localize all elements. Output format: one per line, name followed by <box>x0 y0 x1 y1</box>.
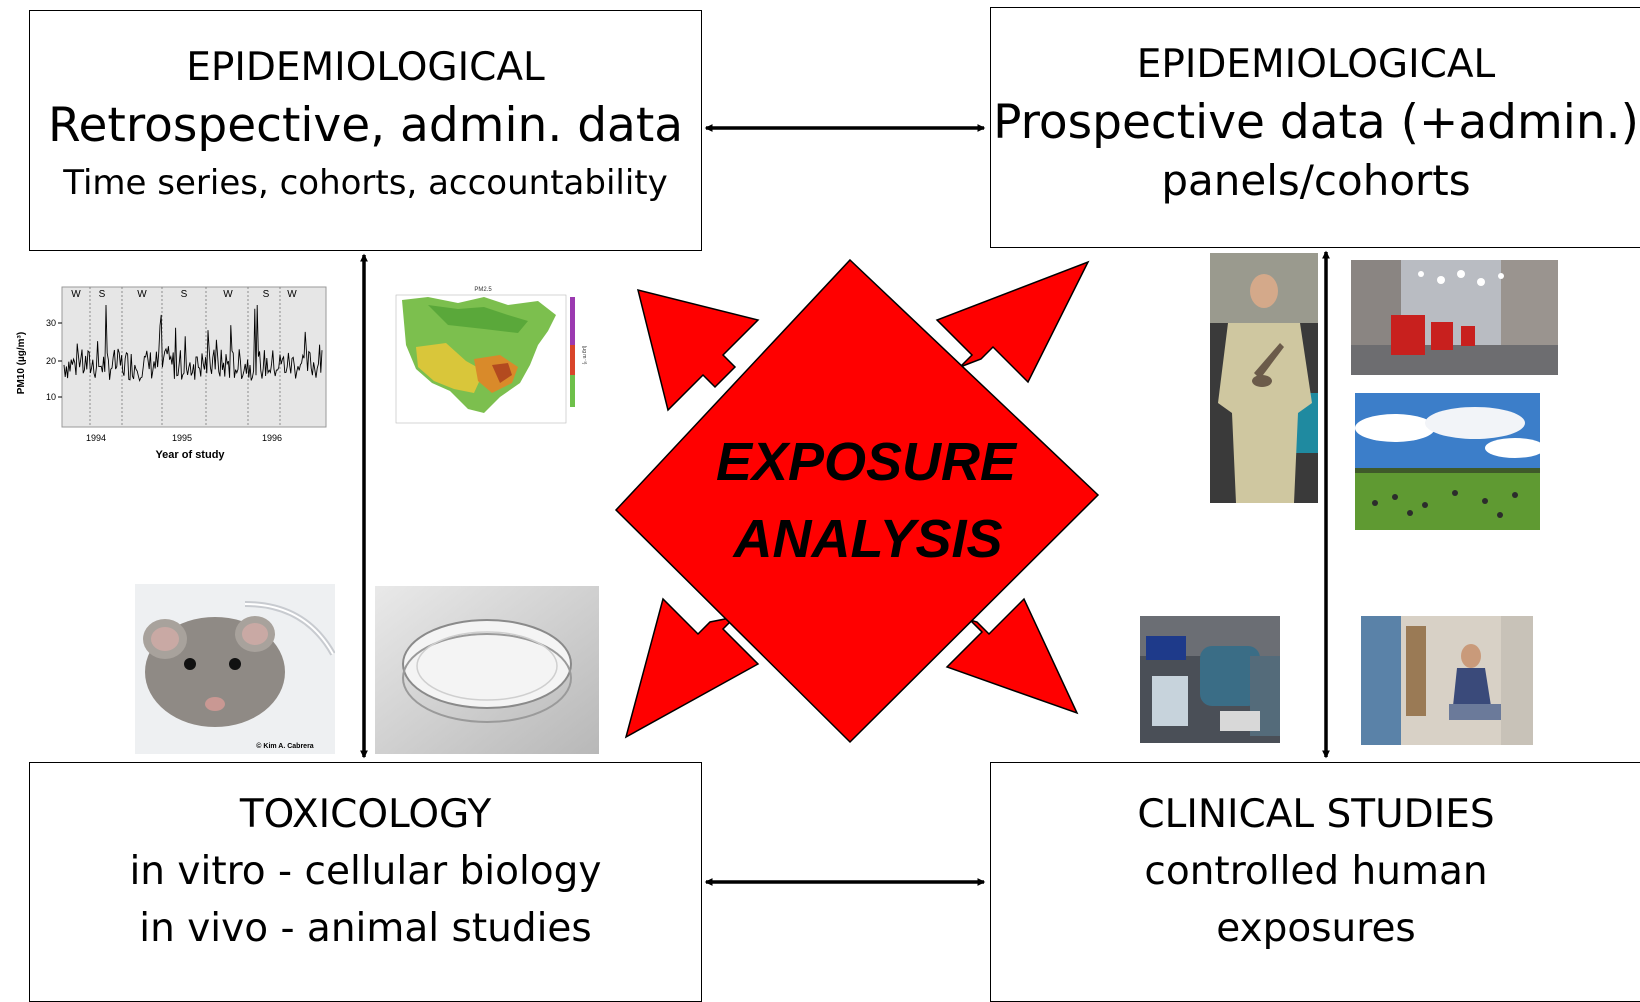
box-retrospective-epidemiology: EPIDEMIOLOGICAL Retrospective, admin. da… <box>29 10 702 251</box>
box-tl-title: Retrospective, admin. data <box>47 97 684 153</box>
y-tick-label: 20 <box>46 356 56 366</box>
arrow-to-bottom-right <box>945 597 1079 715</box>
pm10-series-line <box>63 304 323 382</box>
box-br-line2: controlled human <box>1144 848 1488 894</box>
box-bl-heading: TOXICOLOGY <box>239 792 492 837</box>
red-bus <box>1391 315 1425 355</box>
season-label: S <box>99 289 106 300</box>
x-tick-label: 1996 <box>262 433 282 443</box>
season-label: S <box>263 289 270 300</box>
box-br-line3: exposures <box>1216 905 1416 951</box>
monitor-screen <box>1146 636 1186 660</box>
map-region-red <box>492 363 512 383</box>
mouse-photo-credit: © Kim A. Cabrera <box>256 742 314 750</box>
box-bl-line3: in vivo - animal studies <box>139 905 592 951</box>
park-photo <box>1355 393 1540 530</box>
box-tr-title: Prospective data (+admin.) <box>993 94 1639 150</box>
box-toxicology: TOXICOLOGY in vitro - cellular biology i… <box>29 762 702 1002</box>
pm10-timeseries-plot: W S W S W S W 30 20 10 1994 1995 1996 PM10 (µg/m³)… <box>16 286 327 461</box>
researcher-photo <box>1210 253 1318 503</box>
exposure-analysis-diamond <box>614 258 1100 744</box>
box-tr-heading: EPIDEMIOLOGICAL <box>1136 42 1496 87</box>
exposure-chamber-photo <box>1361 616 1533 745</box>
arrow-to-bottom-left <box>624 597 760 739</box>
season-label: W <box>223 289 233 300</box>
plot-area <box>61 286 327 428</box>
season-label: W <box>287 289 297 300</box>
petri-dish <box>402 619 572 709</box>
plot-xlabel: Year of study <box>155 449 225 461</box>
petri-dish-photo <box>375 586 599 754</box>
box-bl-line2: in vitro - cellular biology <box>129 848 602 894</box>
y-tick-label: 30 <box>46 318 56 328</box>
x-tick-label: 1995 <box>172 433 192 443</box>
map-title: PM2.5 <box>474 287 492 293</box>
researcher-shirt <box>1218 323 1312 503</box>
season-label: W <box>71 289 81 300</box>
arrow-to-top-left <box>636 288 760 412</box>
box-tr-subtitle: panels/cohorts <box>1161 155 1471 205</box>
street-photo <box>1351 260 1558 375</box>
park-grass <box>1355 473 1540 530</box>
y-tick-label: 10 <box>46 392 56 402</box>
box-br-heading: CLINICAL STUDIES <box>1137 792 1495 837</box>
season-label: W <box>137 289 147 300</box>
box-tl-heading: EPIDEMIOLOGICAL <box>186 45 545 90</box>
center-line1: EXPOSURE <box>716 432 1018 492</box>
lab-equipment-photo <box>1140 616 1280 743</box>
x-tick-label: 1994 <box>86 433 106 443</box>
subject-body <box>1453 668 1491 706</box>
box-clinical-studies: CLINICAL STUDIES controlled human exposu… <box>990 762 1640 1002</box>
map-region-yellow <box>416 343 484 393</box>
box-tl-subtitle: Time series, cohorts, accountability <box>63 162 668 203</box>
box-prospective-epidemiology: EPIDEMIOLOGICAL Prospective data (+admin… <box>990 7 1640 248</box>
mouse-photo: © Kim A. Cabrera <box>135 584 335 754</box>
pm25-map: PM2.5 (µg m⁻³) <box>388 285 588 430</box>
season-label: S <box>181 289 188 300</box>
arrow-to-top-right <box>935 260 1090 384</box>
center-line2: ANALYSIS <box>731 509 1002 569</box>
diamond-shape <box>614 258 1100 744</box>
map-colorbar-label: (µg m⁻³) <box>581 346 587 365</box>
plot-ylabel: PM10 (µg/m³) <box>16 332 27 394</box>
map-region-green-dark <box>428 305 528 333</box>
